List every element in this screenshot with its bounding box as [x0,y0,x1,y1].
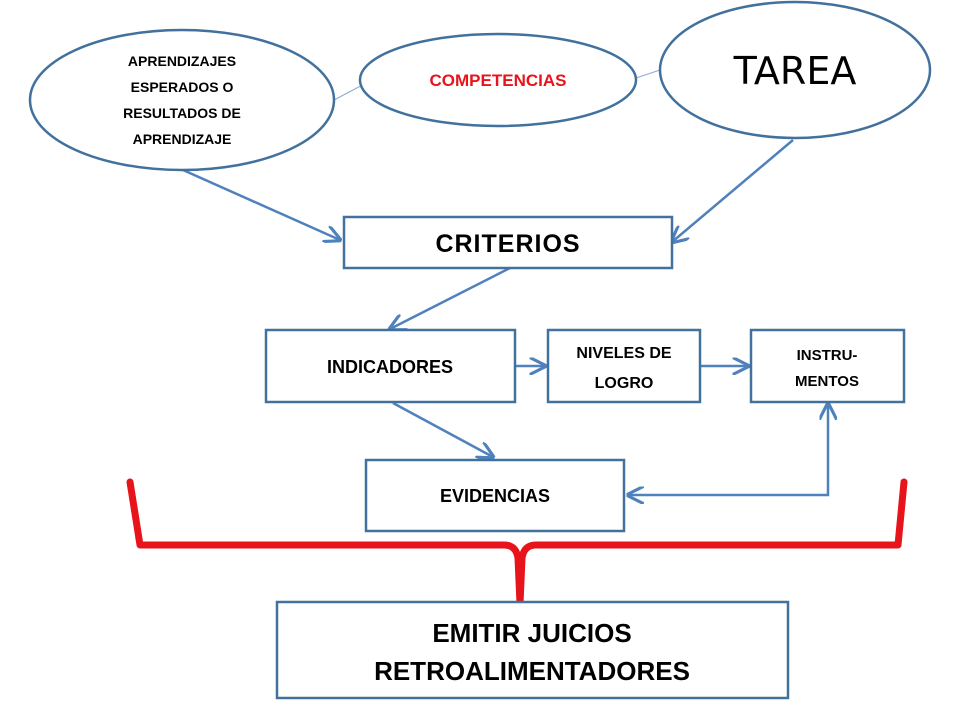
node-instrumentos-line-2: MENTOS [795,373,859,390]
node-emitir-line-2: RETROALIMENTADORES [374,656,690,686]
arrow-criterios-to-indicadores [390,266,511,329]
node-criterios-label: CRITERIOS [435,230,580,258]
node-niveles-de-logro: NIVELES DE LOGRO [546,328,702,404]
node-tarea-label: TAREA [733,49,857,93]
node-niveles-line-2: LOGRO [595,375,654,392]
node-indicadores-label: INDICADORES [327,357,453,377]
node-criterios: CRITERIOS [342,215,674,270]
arrow-aprendizajes-to-criterios [182,168,340,240]
node-emitir-line-1: EMITIR JUICIOS [432,618,631,648]
node-tarea: TAREA [658,0,932,140]
node-evidencias-label: EVIDENCIAS [440,486,550,506]
node-aprendizajes-line-4: APRENDIZAJE [133,131,232,147]
arrow-indicadores-to-evidencias [392,401,493,457]
node-aprendizajes: APRENDIZAJES ESPERADOS O RESULTADOS DE A… [28,28,336,172]
connector-competencias-tarea [635,69,661,79]
node-aprendizajes-line-3: RESULTADOS DE [123,105,241,121]
node-aprendizajes-line-2: ESPERADOS O [131,79,234,95]
node-niveles-line-1: NIVELES DE [576,345,671,362]
node-instrumentos: INSTRU- MENTOS [749,328,906,404]
node-aprendizajes-line-1: APRENDIZAJES [128,53,236,69]
node-competencias: COMPETENCIAS [358,32,638,128]
node-indicadores: INDICADORES [264,328,517,404]
node-instrumentos-line-1: INSTRU- [797,347,858,364]
arrow-instrumentos-to-evidencias [628,404,828,495]
arrow-tarea-to-criterios [672,139,794,242]
node-competencias-label: COMPETENCIAS [430,71,567,90]
node-evidencias: EVIDENCIAS [364,458,626,533]
node-emitir-juicios: EMITIR JUICIOS RETROALIMENTADORES [275,600,790,700]
